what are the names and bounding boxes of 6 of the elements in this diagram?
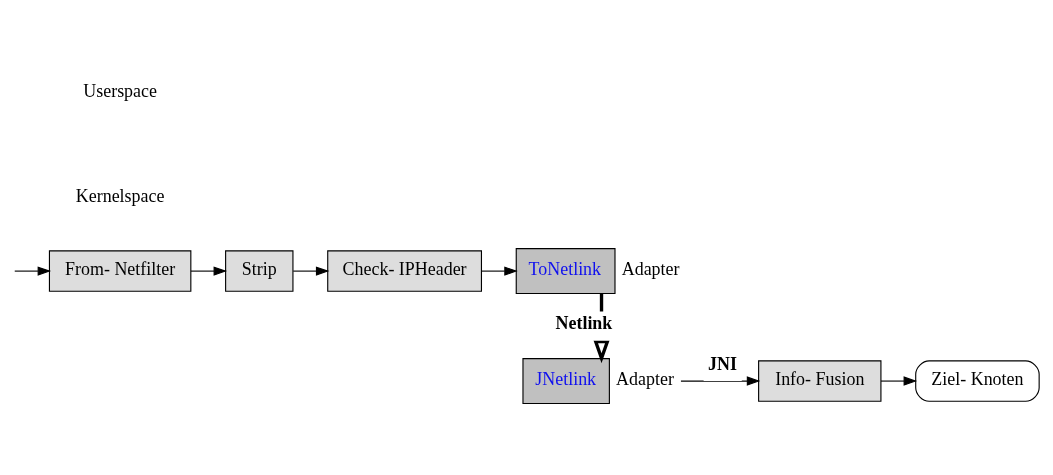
edge-label: Netlink [555,312,613,333]
label: Userspace [83,80,157,101]
node-label: Adapter [621,258,680,279]
label: Kernelspace [75,185,165,206]
edge-label: JNI [708,353,738,374]
node-label: Adapter [616,368,674,389]
